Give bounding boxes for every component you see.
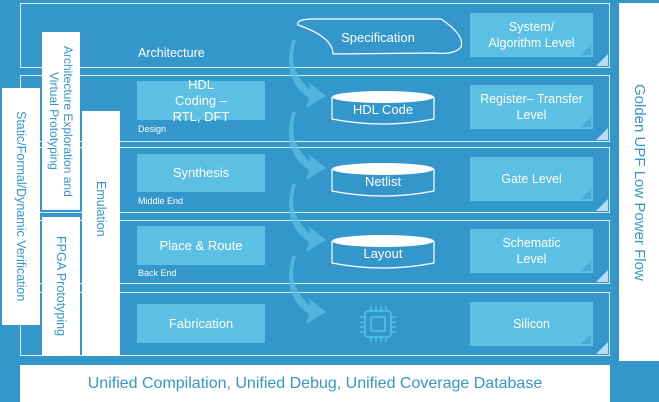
silicon-box: Silicon — [470, 302, 593, 346]
unified-database-label: Unified Compilation, Unified Debug, Unif… — [87, 374, 543, 392]
synthesis-box: Synthesis — [137, 154, 265, 192]
system-level-box: System/ Algorithm Level — [470, 13, 593, 57]
fpga-prototyping-strip: FPGA Prototyping — [42, 217, 80, 356]
design-label: Design — [138, 124, 167, 134]
rtl-level-box: Register– Transfer Level — [470, 85, 593, 129]
netlist-label: Netlist — [364, 174, 402, 189]
unified-database-bar: Unified Compilation, Unified Debug, Unif… — [20, 365, 610, 402]
architecture-label: Architecture — [138, 46, 205, 60]
netlist-cylinder: Netlist — [331, 161, 435, 197]
place-route-box: Place & Route — [137, 226, 265, 265]
gate-level-box: Gate Level — [470, 157, 593, 201]
hdl-code-label: HDL Code — [352, 102, 414, 117]
layout-cylinder: Layout — [331, 233, 435, 269]
hdl-coding-box: HDL Coding – RTL, DFT — [137, 77, 265, 124]
middle-end-label: Middle End — [138, 196, 184, 206]
architecture-exploration-strip: Architecture Exploration and Virtual Pro… — [42, 32, 80, 210]
back-end-label: Back End — [138, 268, 177, 278]
flow-arrows-icon — [288, 40, 326, 324]
schematic-level-box: Schematic Level — [470, 229, 593, 273]
chip-icon — [360, 306, 396, 342]
row-architecture — [20, 3, 610, 68]
emulation-strip: Emulation — [82, 111, 120, 356]
fabrication-box: Fabrication — [137, 304, 265, 343]
static-formal-dynamic-verification-strip: Static/Formal/Dynamic Verification — [2, 88, 40, 325]
specification-shape: Specification — [293, 17, 463, 55]
specification-label: Specification — [341, 30, 415, 45]
golden-upf-strip: Golden UPF Low Power Flow — [619, 3, 659, 361]
layout-label: Layout — [363, 246, 403, 261]
hdl-code-cylinder: HDL Code — [331, 89, 435, 125]
